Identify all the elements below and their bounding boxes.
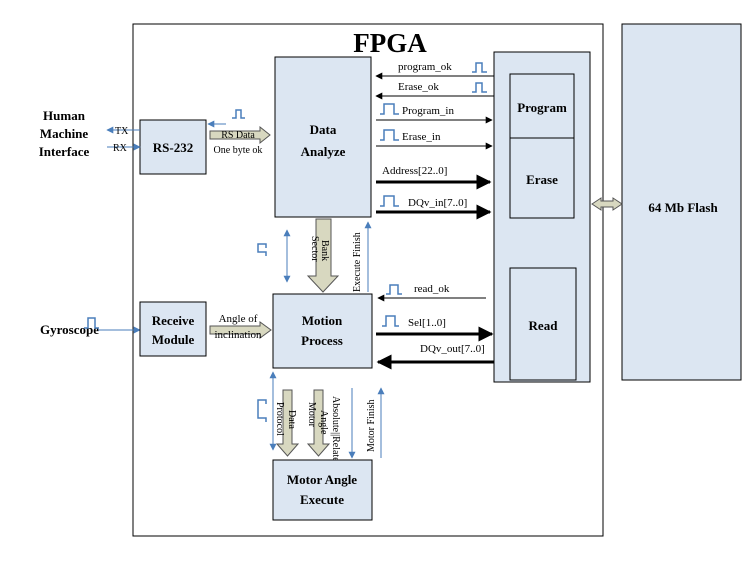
- sel-pulse-icon: [382, 315, 399, 327]
- erase-ok-label: Erase_ok: [398, 81, 439, 93]
- rs232-block: [139, 119, 207, 175]
- gyroscope-label: Gyroscope: [40, 322, 99, 337]
- da-mp-pulse-icon: [257, 243, 267, 256]
- motion-process-label-1: Motion: [302, 313, 343, 328]
- motion-process-block: [272, 293, 373, 369]
- angle-hollow-arrow: [209, 321, 272, 339]
- hmi-label-1: Human: [43, 108, 86, 123]
- program-ok-pulse-icon: [472, 62, 487, 73]
- data-analyze-label-1: Data: [310, 122, 337, 137]
- abs-rel-label: Absolute||Relate: [330, 396, 341, 462]
- tx-label: TX: [115, 126, 129, 137]
- motion-process-label-2: Process: [301, 333, 343, 348]
- protocol-label-2: Data: [286, 410, 297, 429]
- rx-label: RX: [113, 143, 128, 154]
- hmi-label-3: Interface: [39, 144, 90, 159]
- rs-data-label: RS Data: [221, 130, 255, 141]
- program-block: [509, 73, 575, 139]
- program-in-label: Program_in: [402, 105, 454, 117]
- flash-block: [621, 23, 742, 381]
- protocol-label-1: Protocol: [274, 402, 285, 436]
- motor-angle-hollow-arrow: [306, 389, 331, 457]
- data-analyze-label-2: Analyze: [301, 144, 346, 159]
- read-ok-label: read_ok: [414, 283, 450, 295]
- sel-label: Sel[1..0]: [408, 317, 446, 329]
- hmi-label-2: Machine: [40, 126, 89, 141]
- motor-angle-label-2: Angle: [318, 410, 329, 435]
- receive-module-block: [139, 301, 207, 357]
- dqv-in-pulse-icon: [380, 195, 399, 207]
- angle-label-1: Angle of: [219, 313, 258, 325]
- fpga-title: FPGA: [353, 28, 427, 58]
- execute-finish-label: Execute Finish: [352, 232, 363, 292]
- data-analyze-block: [274, 56, 372, 218]
- motor-angle-execute-block: [272, 459, 373, 521]
- read-label: Read: [529, 318, 559, 333]
- program-in-pulse-icon: [380, 103, 399, 115]
- program-label: Program: [517, 100, 567, 115]
- read-block: [509, 267, 577, 381]
- mp-mae-pulse-icon: [257, 399, 267, 422]
- receive-module-label-2: Module: [152, 332, 195, 347]
- one-byte-ok-label: One byte ok: [214, 145, 263, 156]
- dqv-in-label: DQv_in[7..0]: [408, 197, 467, 209]
- one-byte-ok-pulse-icon: [232, 109, 245, 119]
- protocol-data-hollow-arrow: [275, 389, 300, 457]
- motor-angle-label-1: Motor: [306, 402, 317, 428]
- erase-block: [509, 137, 575, 219]
- rs232-label: RS-232: [153, 140, 193, 155]
- read-ok-pulse-icon: [386, 284, 402, 295]
- motor-angle-execute-label-1: Motor Angle: [287, 472, 357, 487]
- gyroscope-pulse-icon: [84, 317, 99, 329]
- angle-label-2: inclination: [214, 329, 262, 341]
- dqv-out-label: DQv_out[7..0]: [420, 343, 485, 355]
- erase-in-label: Erase_in: [402, 131, 441, 143]
- erase-label: Erase: [526, 172, 558, 187]
- rs-data-hollow-arrow: [209, 125, 271, 145]
- erase-ok-pulse-icon: [472, 82, 487, 93]
- sector-bank-label-2: Bank: [319, 240, 330, 261]
- flash-label: 64 Mb Flash: [648, 200, 718, 215]
- flash-bus-arrow: [591, 197, 623, 211]
- program-ok-label: program_ok: [398, 61, 452, 73]
- receive-module-label-1: Receive: [152, 313, 195, 328]
- sector-bank-label-1: Sector: [309, 236, 320, 262]
- sector-bank-hollow-arrow: [306, 218, 340, 293]
- motor-angle-execute-label-2: Execute: [300, 492, 344, 507]
- erase-in-pulse-icon: [380, 129, 399, 141]
- motor-finish-label: Motor Finish: [366, 399, 377, 452]
- address-bus-label: Address[22..0]: [382, 165, 447, 177]
